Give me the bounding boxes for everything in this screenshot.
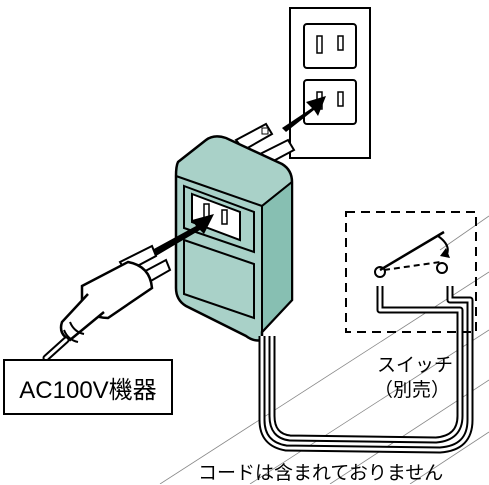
device-label-box: AC100V機器 [3, 359, 173, 415]
wall-outlet [289, 7, 371, 159]
cord [258, 286, 474, 454]
ac-adapter [174, 135, 294, 342]
switch-sold-separately-label: （別売） [374, 380, 451, 401]
switch-box [345, 211, 477, 333]
device-label: AC100V機器 [19, 376, 157, 404]
cord-not-included-note: コードは含まれておりません [198, 463, 444, 484]
arrow-to-adapter-icon [152, 214, 214, 256]
device-plug [42, 244, 172, 362]
switch-label: スイッチ [377, 355, 454, 376]
arrow-to-outlet-icon [282, 96, 326, 132]
